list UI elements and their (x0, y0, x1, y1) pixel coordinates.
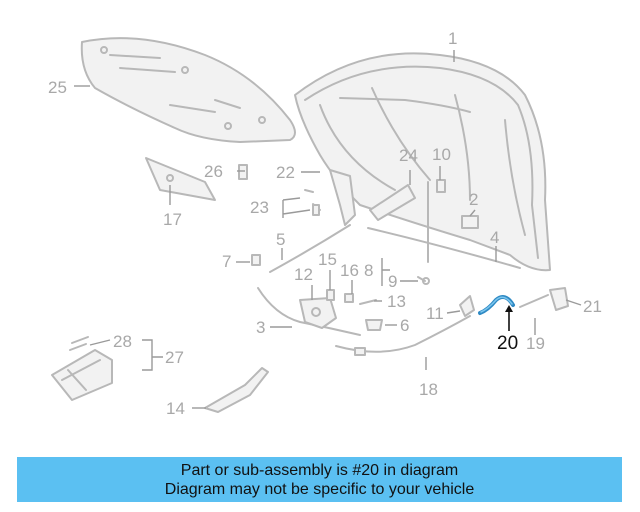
label-23: 23 (250, 198, 269, 217)
part-1-hood (294, 52, 551, 272)
label-18: 18 (419, 380, 438, 399)
label-16: 16 (340, 261, 359, 280)
leader-20 (505, 305, 513, 331)
part-2-bumper (461, 215, 479, 229)
part-16-nut (344, 293, 354, 303)
part-20-highlighted (478, 294, 515, 315)
label-10: 10 (432, 145, 451, 164)
label-22: 22 (276, 163, 295, 182)
label-4: 4 (490, 228, 499, 247)
callout-labels: 1 2 3 4 5 6 7 8 9 10 11 12 13 14 15 16 1… (48, 29, 602, 418)
label-3: 3 (256, 318, 265, 337)
label-8: 8 (364, 261, 373, 280)
label-20-highlighted: 20 (497, 333, 518, 354)
part-19-rod (519, 294, 549, 308)
part-7-stop (251, 254, 261, 266)
part-15-bolt (326, 289, 335, 301)
label-26: 26 (204, 162, 223, 181)
label-28: 28 (113, 332, 132, 351)
part-10-clip (436, 179, 446, 193)
label-27: 27 (165, 348, 184, 367)
label-19: 19 (526, 334, 545, 353)
label-21: 21 (583, 297, 602, 316)
part-25-insulator-pad (80, 37, 296, 143)
part-13-screw (359, 299, 377, 305)
part-8-9-clip (417, 276, 430, 285)
banner-line-1: Part or sub-assembly is #20 in diagram (180, 461, 459, 479)
label-15: 15 (318, 250, 337, 269)
part-6-grommet (365, 319, 383, 331)
part-11-latch (459, 295, 475, 317)
part-17-bracket (145, 157, 216, 201)
part-23-bolts (304, 189, 321, 216)
label-1: 1 (448, 29, 457, 48)
part-4-seal (367, 227, 521, 269)
part-3-cable (257, 287, 361, 336)
part-27-lock-assembly (51, 349, 113, 401)
label-11: 11 (426, 304, 444, 323)
part-26-clip (238, 164, 248, 180)
label-14: 14 (166, 399, 185, 418)
info-banner: Part or sub-assembly is #20 in diagram D… (17, 457, 622, 502)
label-7: 7 (222, 252, 231, 271)
leader-lines (74, 50, 582, 409)
label-2: 2 (469, 190, 478, 209)
part-28-pins (69, 336, 89, 351)
part-12-lock (299, 297, 337, 329)
label-25: 25 (48, 78, 67, 97)
part-14-handle (204, 367, 269, 413)
part-22-strut (329, 169, 356, 226)
label-24: 24 (399, 146, 418, 165)
part-21-bracket (549, 287, 569, 311)
label-9: 9 (388, 272, 397, 291)
part-18-release-cable (335, 315, 471, 356)
label-5: 5 (276, 230, 285, 249)
parts-diagram: 1 2 3 4 5 6 7 8 9 10 11 12 13 14 15 16 1… (48, 29, 602, 418)
part-5-weatherstrip (269, 224, 351, 273)
label-17: 17 (163, 210, 182, 229)
banner-line-2: Diagram may not be specific to your vehi… (164, 480, 475, 498)
label-6: 6 (400, 316, 409, 335)
label-13: 13 (387, 292, 406, 311)
part-24-prop (369, 184, 416, 221)
label-12: 12 (294, 265, 313, 284)
